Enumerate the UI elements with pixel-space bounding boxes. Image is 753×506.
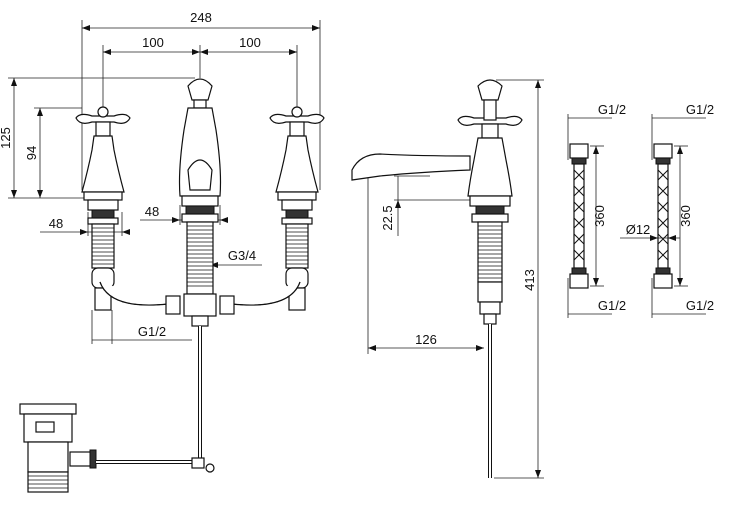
side-view-dimensions: 22.5 126 413 bbox=[367, 79, 544, 479]
hose2-diameter: Ø12 bbox=[626, 222, 651, 237]
pop-up-waste bbox=[19, 403, 215, 493]
dim-height-total: 125 bbox=[0, 127, 13, 149]
dim-height-handle: 94 bbox=[24, 146, 39, 160]
center-tail bbox=[181, 205, 219, 462]
hose2-top-thread: G1/2 bbox=[686, 102, 714, 117]
dim-overall-width: 248 bbox=[190, 10, 212, 25]
flexible-hose-2: G1/2 G1/2 Ø12 360 bbox=[620, 102, 714, 318]
label-thread-bottom-left: G1/2 bbox=[138, 324, 166, 339]
hose2-bottom-thread: G1/2 bbox=[686, 298, 714, 313]
front-view-tap-assembly bbox=[75, 78, 325, 462]
dim-spout-height: 22.5 bbox=[380, 205, 395, 230]
side-view-tap bbox=[351, 79, 523, 478]
flexible-hose-1: G1/2 G1/2 360 bbox=[567, 102, 626, 318]
right-cross-handle bbox=[269, 106, 325, 201]
hose1-bottom-thread: G1/2 bbox=[598, 298, 626, 313]
left-tail bbox=[87, 199, 119, 311]
dim-spacing-right: 100 bbox=[239, 35, 261, 50]
front-braided-hoses bbox=[99, 281, 301, 315]
dim-spacing-left: 100 bbox=[142, 35, 164, 50]
hose1-length: 360 bbox=[592, 205, 607, 227]
center-spout-body bbox=[178, 78, 222, 207]
dim-tail-width-center: 48 bbox=[145, 204, 159, 219]
dim-total-height: 413 bbox=[522, 269, 537, 291]
label-thread-center: G3/4 bbox=[228, 248, 256, 263]
hose2-length: 360 bbox=[678, 205, 693, 227]
left-cross-handle bbox=[75, 106, 131, 201]
dim-spout-reach: 126 bbox=[415, 332, 437, 347]
hose1-top-thread: G1/2 bbox=[598, 102, 626, 117]
dim-tail-width-left: 48 bbox=[49, 216, 63, 231]
